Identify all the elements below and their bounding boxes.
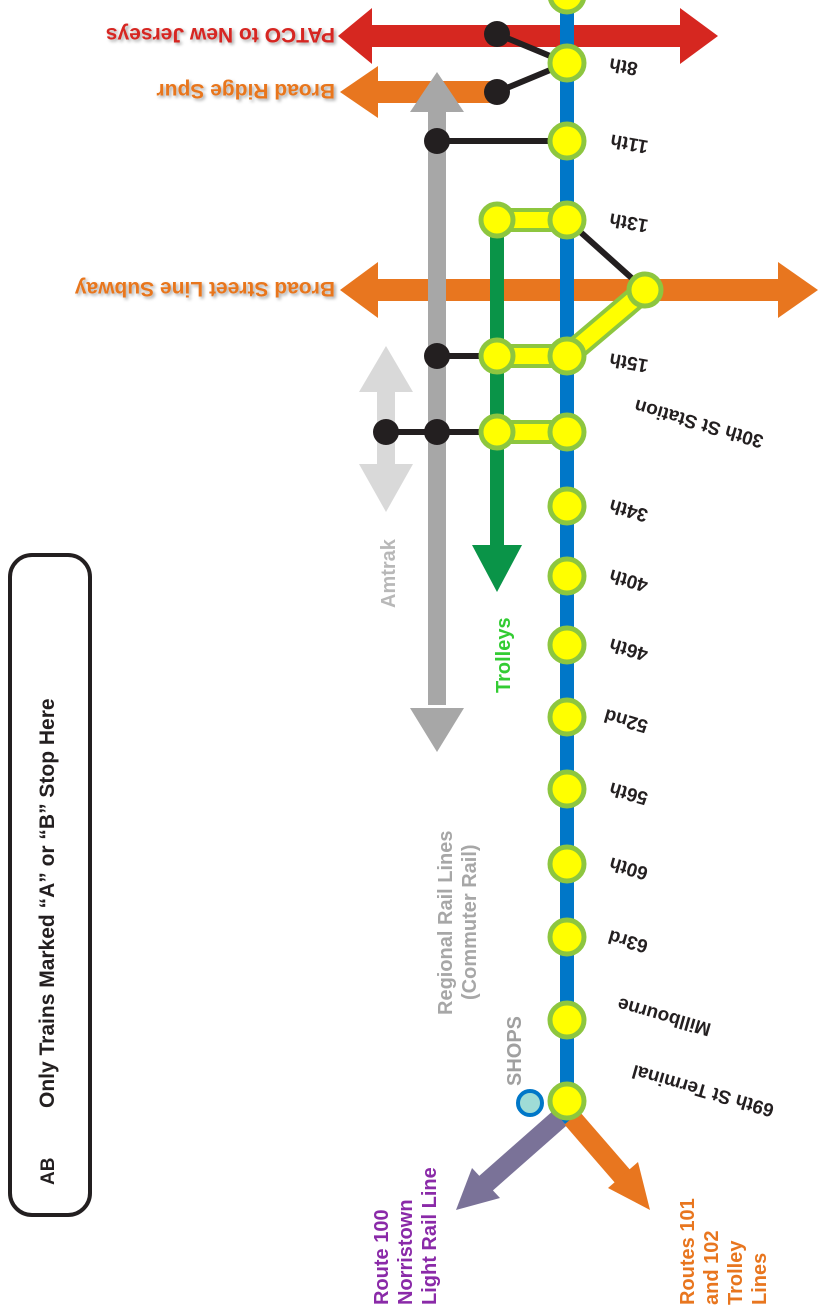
station-40th: 40th [547, 556, 650, 596]
station-label: 13th [608, 208, 650, 235]
regional-rail-label-1: Regional Rail Lines [435, 831, 457, 1015]
station-5th: 5th [548, 0, 586, 15]
route100-line-3: Light Rail Line [419, 1167, 441, 1305]
regional-rail-label-2: (Commuter Rail) [459, 844, 481, 1000]
bsl-arrow [340, 262, 818, 318]
station-marker [548, 0, 586, 15]
station-label: 8th [608, 53, 640, 79]
station-millbourne: Millbourne [547, 993, 713, 1040]
station-13th: 13th [547, 200, 650, 240]
station-label: 11th [609, 129, 650, 156]
legend-badge: AB [38, 1158, 59, 1185]
station-label: 69th St Terminal [630, 1060, 777, 1121]
station-52nd: 52nd [547, 697, 650, 737]
station-marker [547, 200, 587, 240]
station-label: 40th [607, 564, 650, 595]
station-label: 63rd [606, 925, 650, 956]
route100-arrow [456, 1110, 567, 1210]
station-34th: 34th [547, 486, 650, 526]
station-label: Millbourne [615, 993, 713, 1040]
station-11th: 11th [547, 121, 650, 161]
station-15th: 15th [547, 336, 650, 376]
stations: 5th 8th 11th 13th 15th 30th St Station 34th 40t… [547, 0, 777, 1121]
patco-arrow [338, 8, 718, 64]
station-marker [547, 336, 587, 376]
station-30th: 30th St Station [547, 395, 766, 452]
station-marker [547, 697, 587, 737]
station-marker [547, 486, 587, 526]
station-marker [547, 1081, 587, 1121]
trolleys-label: Trolleys [493, 617, 515, 693]
route100-label: Route 100 Norristown Light Rail Line [371, 1167, 441, 1305]
station-marker [547, 625, 587, 665]
amtrak-label: Amtrak [378, 538, 400, 608]
legend-text: Only Trains Marked “A” or “B” Stop Here [36, 698, 59, 1108]
station-marker [547, 769, 587, 809]
station-63rd: 63rd [547, 917, 650, 957]
station-56th: 56th [547, 769, 650, 809]
regional-rail-arrow [410, 72, 464, 752]
trolleys-arrow [472, 220, 522, 592]
station-marker [547, 1000, 587, 1040]
broad-ridge-label: Broad Ridge Spur [156, 79, 335, 102]
station-marker [547, 844, 587, 884]
routes101-line-1: Routes 101 [677, 1198, 699, 1305]
patco-label: PATCO to New Jerseys [106, 23, 335, 46]
station-label: 56th [607, 777, 650, 808]
station-label: 60th [607, 852, 650, 883]
shops-icon [516, 1089, 544, 1117]
station-label: 52nd [602, 704, 650, 736]
routes101-arrow [564, 1111, 650, 1210]
station-label: 46th [607, 633, 650, 664]
transfer-circles [478, 201, 664, 451]
station-marker [547, 556, 587, 596]
station-46th: 46th [547, 625, 650, 665]
station-label: 34th [607, 494, 650, 525]
legend-box [8, 553, 92, 1217]
bsl-label: Broad Street Line Subway [74, 277, 335, 300]
routes101-line-3: Trolley [725, 1240, 747, 1305]
station-label: 15th [608, 348, 650, 375]
routes101-line-4: Lines [749, 1253, 771, 1305]
route100-line-2: Norristown [395, 1199, 417, 1305]
shops-label: SHOPS [504, 1016, 526, 1086]
station-8th: 8th [547, 43, 640, 83]
station-marker [547, 412, 587, 452]
station-marker [547, 917, 587, 957]
route100-line-1: Route 100 [371, 1209, 393, 1305]
legend: AB Only Trains Marked “A” or “B” Stop He… [8, 553, 92, 1217]
station-marker [547, 121, 587, 161]
station-60th: 60th [547, 844, 650, 884]
transfer-dots [373, 21, 510, 445]
routes101-label: Routes 101 and 102 Trolley Lines [677, 1198, 771, 1305]
station-marker [547, 43, 587, 83]
routes101-line-2: and 102 [701, 1231, 723, 1305]
station-label: 30th St Station [632, 395, 766, 452]
station-69th: 69th St Terminal [547, 1060, 777, 1121]
